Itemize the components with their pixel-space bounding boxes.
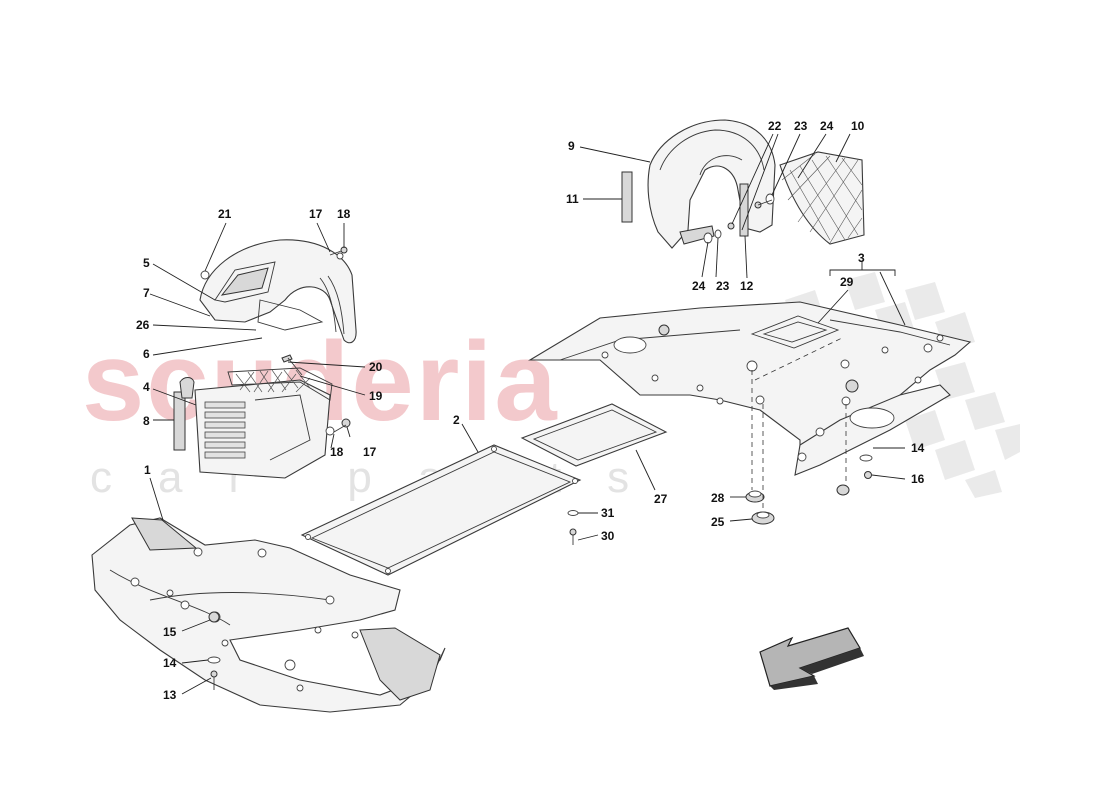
direction-arrow-icon (759, 627, 864, 690)
seal-strip-12 (739, 183, 749, 237)
callout-11: 11 (566, 192, 579, 206)
callout-7: 7 (143, 286, 150, 300)
central-flat-panel (300, 444, 582, 576)
alignment-dashed-lines (751, 337, 847, 510)
rear-wheelhouse-liner (647, 119, 776, 249)
front-wheelhouse-liner (199, 239, 357, 344)
callout-23-top: 23 (794, 119, 808, 133)
callout-3: 3 (858, 251, 865, 265)
callout-12: 12 (740, 279, 754, 293)
callout-21: 21 (218, 207, 232, 221)
seal-strip-4 (179, 377, 195, 399)
callout-29: 29 (840, 275, 854, 289)
callout-19: 19 (369, 389, 383, 403)
callout-26: 26 (136, 318, 150, 332)
callout-13: 13 (163, 688, 177, 702)
radiator-duct (194, 367, 333, 479)
callout-6: 6 (143, 347, 150, 361)
callout-18-top: 18 (337, 207, 351, 221)
mesh-grille (779, 151, 865, 245)
callout-4: 4 (143, 380, 150, 394)
callout-27: 27 (654, 492, 668, 506)
callout-17-bottom: 17 (363, 445, 377, 459)
leader-lines (149, 133, 906, 695)
callout-31: 31 (601, 506, 615, 520)
callout-28: 28 (711, 491, 725, 505)
fasteners (207, 193, 873, 690)
callout-16: 16 (911, 472, 925, 486)
callout-17-top: 17 (309, 207, 323, 221)
callout-20: 20 (369, 360, 383, 374)
seal-strip-8 (173, 391, 186, 451)
callout-24-top: 24 (820, 119, 834, 133)
callout-1: 1 (144, 463, 151, 477)
callout-9: 9 (568, 139, 575, 153)
callout-22: 22 (768, 119, 782, 133)
callout-14-left: 14 (163, 656, 177, 670)
callout-10: 10 (851, 119, 865, 133)
callout-2: 2 (453, 413, 460, 427)
callout-23-bottom: 23 (716, 279, 730, 293)
callout-18-bottom: 18 (330, 445, 344, 459)
callout-5: 5 (143, 256, 150, 270)
callout-24-bottom: 24 (692, 279, 706, 293)
seal-strip-11 (621, 171, 633, 223)
callout-labels: 1 2 3 4 5 6 7 8 9 10 11 12 13 14 14 15 1… (136, 119, 925, 702)
front-undertray (91, 517, 446, 713)
callout-bracket-3 (829, 269, 896, 276)
gasket-plate (520, 403, 668, 467)
callout-8: 8 (143, 414, 150, 428)
callout-14-right: 14 (911, 441, 925, 455)
callout-25: 25 (711, 515, 725, 529)
rear-undertray (528, 301, 972, 476)
callout-30: 30 (601, 529, 615, 543)
callout-15: 15 (163, 625, 177, 639)
